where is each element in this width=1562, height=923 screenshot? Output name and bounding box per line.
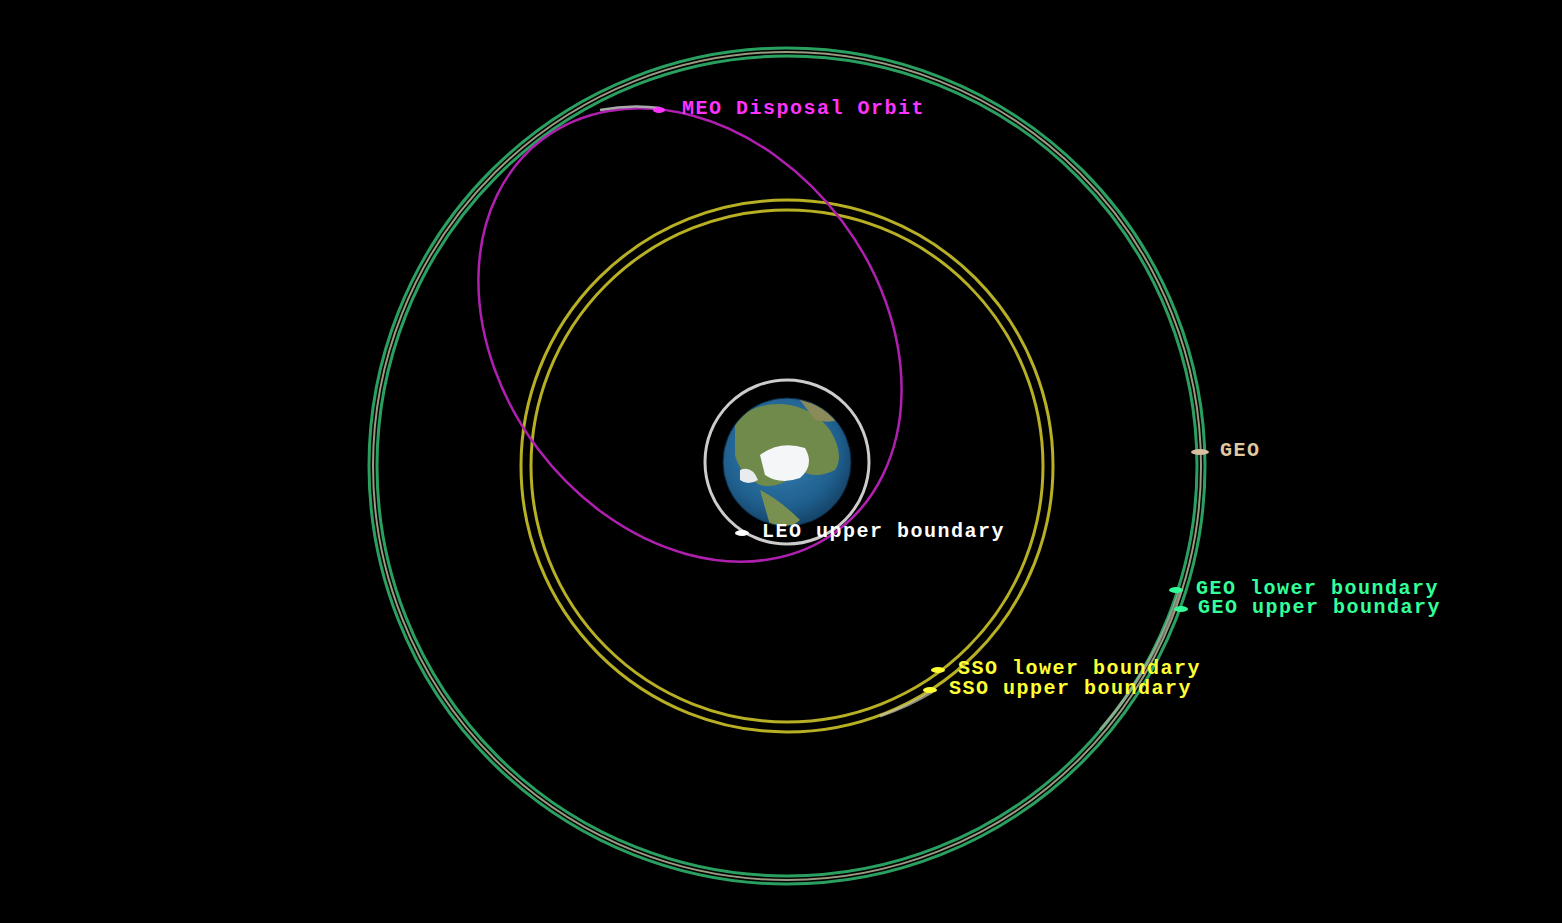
boundary-label: SSO lower boundary <box>958 658 1201 680</box>
boundary-label: LEO upper boundary <box>762 521 1005 543</box>
earth <box>723 398 851 527</box>
sso-lower-ring <box>531 210 1043 722</box>
boundary-label: SSO upper boundary <box>949 678 1192 700</box>
geo-upper-ring <box>369 48 1205 884</box>
sso-arc <box>880 692 932 716</box>
geo-ring <box>373 52 1201 880</box>
orbit-label: MEO Disposal Orbit <box>682 98 925 120</box>
geo-lower-ring <box>377 56 1197 876</box>
satellite-markers <box>653 107 1209 693</box>
boundary-label: GEO upper boundary <box>1198 597 1441 619</box>
sso-upper-ring <box>521 200 1053 732</box>
meo-arc <box>600 106 660 110</box>
leo-ring <box>705 380 869 544</box>
meo-disposal-orbit <box>391 25 989 645</box>
orbit-label: GEO <box>1220 440 1261 462</box>
